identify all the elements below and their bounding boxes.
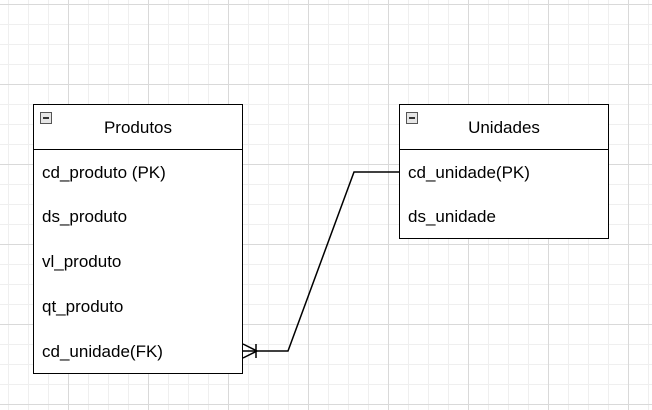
connector-line[interactable] [243, 171, 399, 352]
attribute-ds-produto[interactable]: ds_produto [42, 207, 128, 226]
attribute-vl-produto[interactable]: vl_produto [42, 252, 122, 271]
attribute-cd-unidade-fk[interactable]: cd_unidade(FK) [42, 342, 163, 361]
relationship-connector[interactable] [242, 171, 399, 359]
attribute-list: cd_unidade(PK) ds_unidade [400, 150, 608, 239]
entity-title: Produtos [103, 118, 173, 137]
entity-header: Produtos [34, 105, 242, 150]
entity-produtos[interactable]: Produtos cd_produto (PK) ds_produto vl_p… [33, 104, 243, 374]
collapse-icon[interactable] [40, 112, 52, 124]
attribute-ds-unidade[interactable]: ds_unidade [408, 207, 496, 226]
entity-unidades[interactable]: Unidades cd_unidade(PK) ds_unidade [399, 104, 609, 239]
entity-header: Unidades [400, 105, 608, 150]
entity-title: Unidades [468, 118, 540, 137]
attribute-cd-produto[interactable]: cd_produto (PK) [42, 163, 166, 182]
crows-foot-many-icon [242, 343, 258, 359]
attribute-list: cd_produto (PK) ds_produto vl_produto qt… [34, 150, 242, 374]
attribute-cd-unidade-pk[interactable]: cd_unidade(PK) [408, 163, 530, 182]
attribute-qt-produto[interactable]: qt_produto [42, 297, 124, 316]
collapse-icon[interactable] [406, 112, 418, 124]
